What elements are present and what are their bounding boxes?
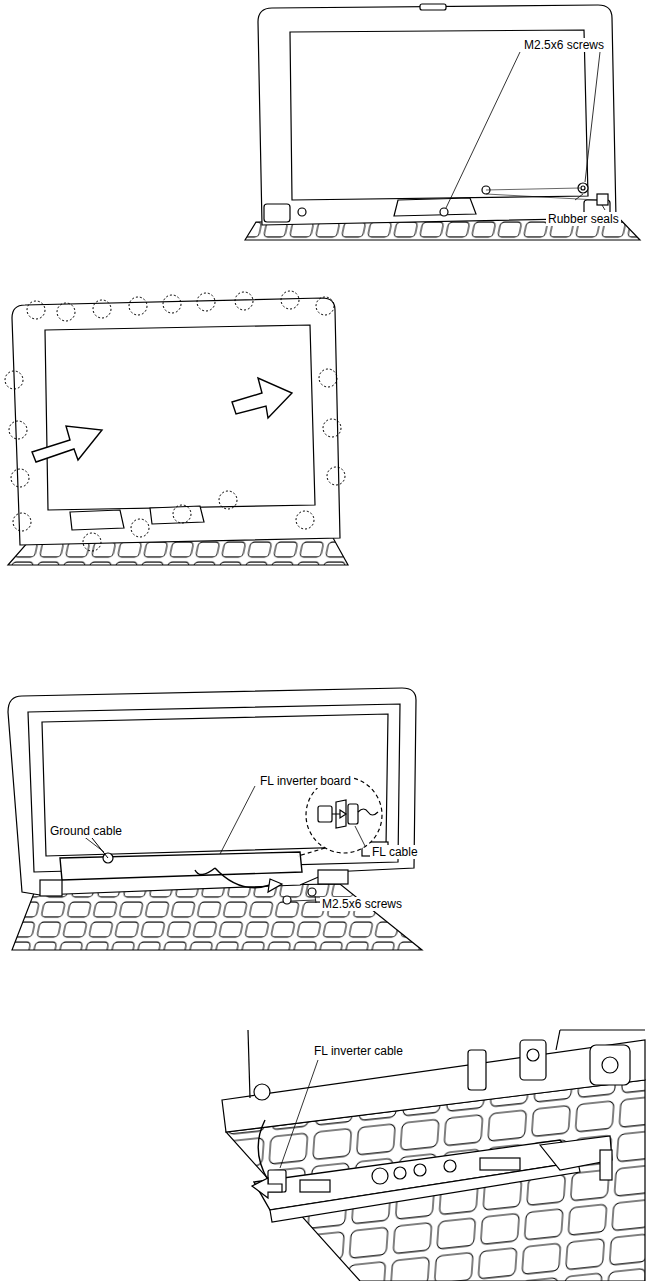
- part-label: Ground cable: [48, 824, 124, 838]
- part-label: FL inverter cable: [312, 1044, 405, 1058]
- panel-three: [8, 688, 422, 950]
- part-label: M2.5x6 screws: [320, 897, 404, 911]
- part-label: Rubber seals: [546, 212, 621, 226]
- panel-two: [5, 291, 348, 565]
- part-label: FL inverter board: [258, 774, 353, 788]
- panel-one: [245, 4, 640, 240]
- part-label: M2.5x6 screws: [522, 38, 606, 52]
- part-label: FL cable: [370, 845, 420, 859]
- panel-four: [222, 1030, 645, 1281]
